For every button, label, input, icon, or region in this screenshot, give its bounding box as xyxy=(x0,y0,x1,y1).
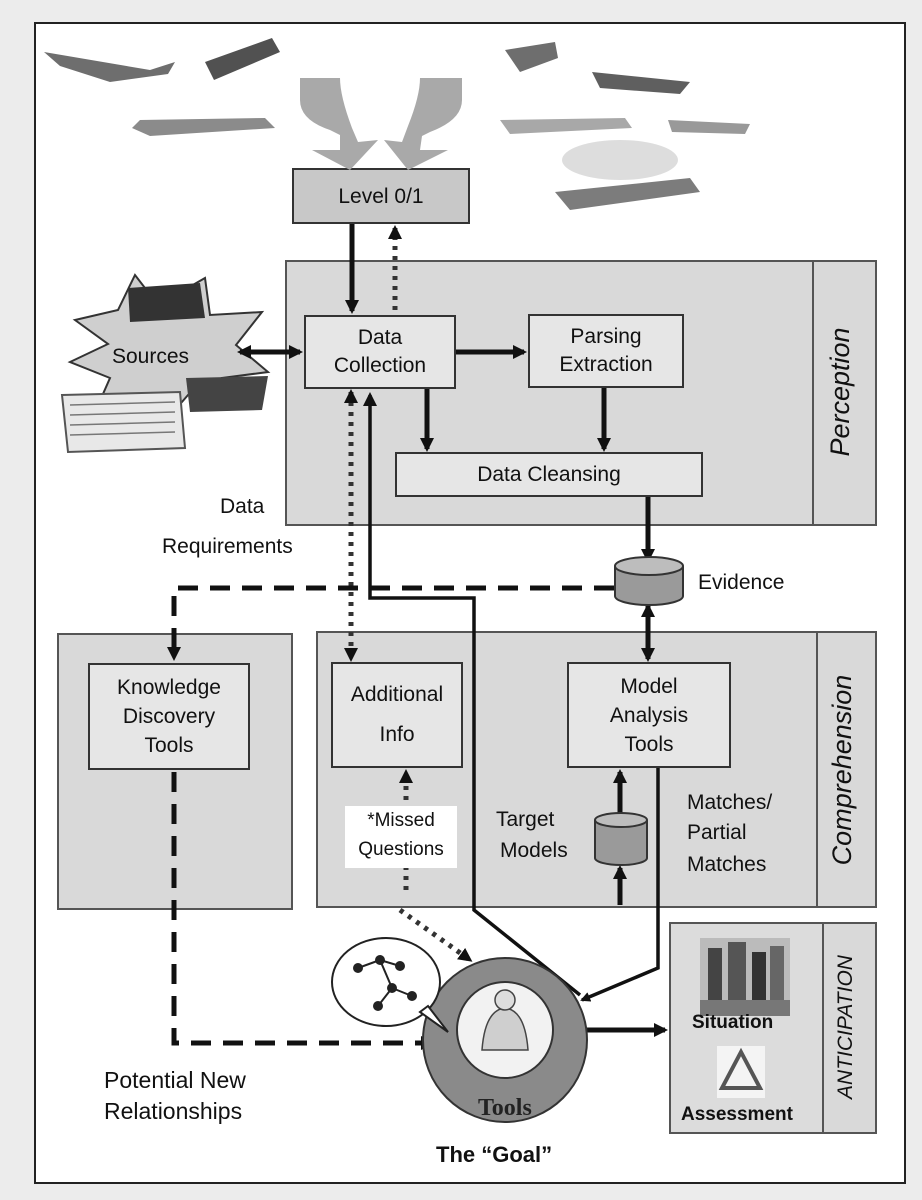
evidence-database-icon xyxy=(614,556,684,606)
model-analysis-line-1: Model xyxy=(620,674,678,698)
anticipation-strip xyxy=(822,924,875,1132)
data-requirements-line-2: Requirements xyxy=(162,535,293,558)
knowledge-discovery-box: Knowledge Discovery Tools xyxy=(88,663,250,770)
model-analysis-line-2: Analysis xyxy=(609,703,689,727)
additional-info-line-1: Additional xyxy=(350,683,444,706)
target-models-line-2: Models xyxy=(500,839,568,862)
potential-line-1: Potential New xyxy=(104,1067,246,1093)
data-cleansing-box: Data Cleansing xyxy=(395,452,703,497)
model-analysis-box: Model Analysis Tools xyxy=(567,662,731,768)
parsing-line-2: Extraction xyxy=(559,353,653,376)
knowledge-line-3: Tools xyxy=(144,734,194,757)
data-collection-line-1: Data xyxy=(357,326,403,349)
target-models-line-1: Target xyxy=(496,808,555,831)
sources-burst-icon xyxy=(60,273,271,454)
goal-tools-icon xyxy=(422,957,588,1123)
data-collection-box: Data Collection xyxy=(304,315,456,389)
thought-bubble-network-icon xyxy=(331,937,449,1033)
knowledge-line-1: Knowledge xyxy=(117,676,221,699)
parsing-extraction-box: Parsing Extraction xyxy=(528,314,684,388)
data-collection-line-2: Collection xyxy=(333,354,427,377)
assessment-warning-icon xyxy=(717,1046,765,1098)
tools-label: Tools xyxy=(478,1095,532,1121)
additional-info-box: Additional Info xyxy=(331,662,463,768)
goal-label: The “Goal” xyxy=(436,1142,553,1167)
matches-line-3: Matches xyxy=(687,853,767,876)
missed-questions-label: *Missed Questions xyxy=(345,806,457,868)
situation-image-icon xyxy=(700,938,790,1016)
additional-info-line-2: Info xyxy=(379,723,415,746)
situation-label: Situation xyxy=(692,1012,774,1033)
perception-strip xyxy=(812,262,875,524)
data-cleansing-label: Data Cleansing xyxy=(477,463,621,486)
aircraft-icon xyxy=(44,38,750,210)
evidence-label: Evidence xyxy=(698,571,785,594)
level-0-1-label: Level 0/1 xyxy=(338,184,424,208)
knowledge-line-2: Discovery xyxy=(122,705,216,728)
matches-line-1: Matches/ xyxy=(687,791,773,814)
target-models-database-icon xyxy=(594,812,648,866)
missed-questions-line-1: *Missed xyxy=(367,810,435,831)
matches-line-2: Partial xyxy=(687,821,747,844)
model-analysis-line-3: Tools xyxy=(624,732,674,756)
potential-line-2: Relationships xyxy=(104,1098,243,1124)
data-requirements-line-1: Data xyxy=(220,495,265,518)
assessment-label: Assessment xyxy=(681,1104,793,1125)
sources-label: Sources xyxy=(112,345,190,368)
comprehension-strip xyxy=(816,633,875,906)
level-0-1-box: Level 0/1 xyxy=(292,168,470,224)
missed-questions-line-2: Questions xyxy=(358,839,444,860)
parsing-line-1: Parsing xyxy=(570,325,642,348)
input-arrows-icon xyxy=(300,78,462,170)
